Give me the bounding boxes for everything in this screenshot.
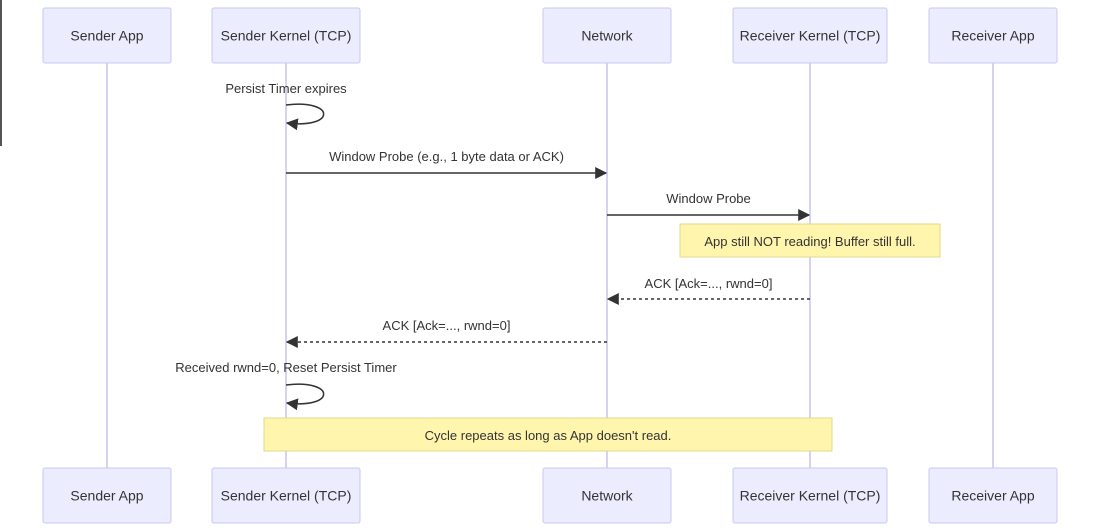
step-self: Persist Timer expires [225, 81, 347, 131]
self-message-arrow [285, 383, 325, 411]
actor-sender-app-bottom: Sender App [42, 467, 172, 524]
note-text: App still NOT reading! Buffer still full… [704, 234, 915, 249]
actor-box [542, 467, 672, 524]
note-text: Cycle repeats as long as App doesn't rea… [425, 428, 672, 443]
actor-label: Sender Kernel (TCP) [221, 28, 352, 44]
actor-sender-kernel-bottom: Sender Kernel (TCP) [211, 467, 361, 524]
note-box [263, 417, 833, 452]
actor-box [928, 7, 1058, 64]
actor-receiver-kernel-top: Receiver Kernel (TCP) [732, 7, 888, 64]
step-message: Window Probe [607, 191, 811, 221]
actor-box [928, 467, 1058, 524]
self-message-arrow [285, 103, 325, 131]
actor-box [42, 7, 172, 64]
actor-label: Sender App [70, 488, 143, 504]
actor-label: Receiver Kernel (TCP) [740, 28, 881, 44]
step-message: ACK [Ack=..., rwnd=0] [285, 318, 607, 348]
step-message: ACK [Ack=..., rwnd=0] [606, 276, 810, 305]
actor-box [211, 7, 361, 64]
actor-box [542, 7, 672, 64]
actor-sender-app-top: Sender App [42, 7, 172, 64]
actor-receiver-app-bottom: Receiver App [928, 467, 1058, 524]
step-message: Window Probe (e.g., 1 byte data or ACK) [286, 149, 608, 179]
step-note: App still NOT reading! Buffer still full… [679, 223, 941, 258]
actor-box [732, 7, 888, 64]
note-box [679, 223, 941, 258]
step-self: Received rwnd=0, Reset Persist Timer [175, 360, 397, 411]
actor-label: Receiver App [951, 28, 1034, 44]
step-note: Cycle repeats as long as App doesn't rea… [263, 417, 833, 452]
self-message-label: Persist Timer expires [225, 81, 347, 96]
actor-label: Receiver App [951, 488, 1034, 504]
actor-label: Sender App [70, 28, 143, 44]
actor-box [732, 467, 888, 524]
actor-label: Network [581, 28, 633, 44]
actor-network-top: Network [542, 7, 672, 64]
message-label: Window Probe [666, 191, 751, 206]
actor-receiver-app-top: Receiver App [928, 7, 1058, 64]
message-label: ACK [Ack=..., rwnd=0] [645, 276, 773, 291]
actor-network-bottom: Network [542, 467, 672, 524]
actor-receiver-kernel-bottom: Receiver Kernel (TCP) [732, 467, 888, 524]
actor-label: Network [581, 488, 633, 504]
actor-label: Receiver Kernel (TCP) [740, 488, 881, 504]
actor-box [42, 467, 172, 524]
message-label: ACK [Ack=..., rwnd=0] [383, 318, 511, 333]
message-label: Window Probe (e.g., 1 byte data or ACK) [329, 149, 564, 164]
actor-box [211, 467, 361, 524]
actor-sender-kernel-top: Sender Kernel (TCP) [211, 7, 361, 64]
window-edge-marker [0, 0, 2, 146]
actor-label: Sender Kernel (TCP) [221, 488, 352, 504]
self-message-label: Received rwnd=0, Reset Persist Timer [175, 360, 397, 375]
